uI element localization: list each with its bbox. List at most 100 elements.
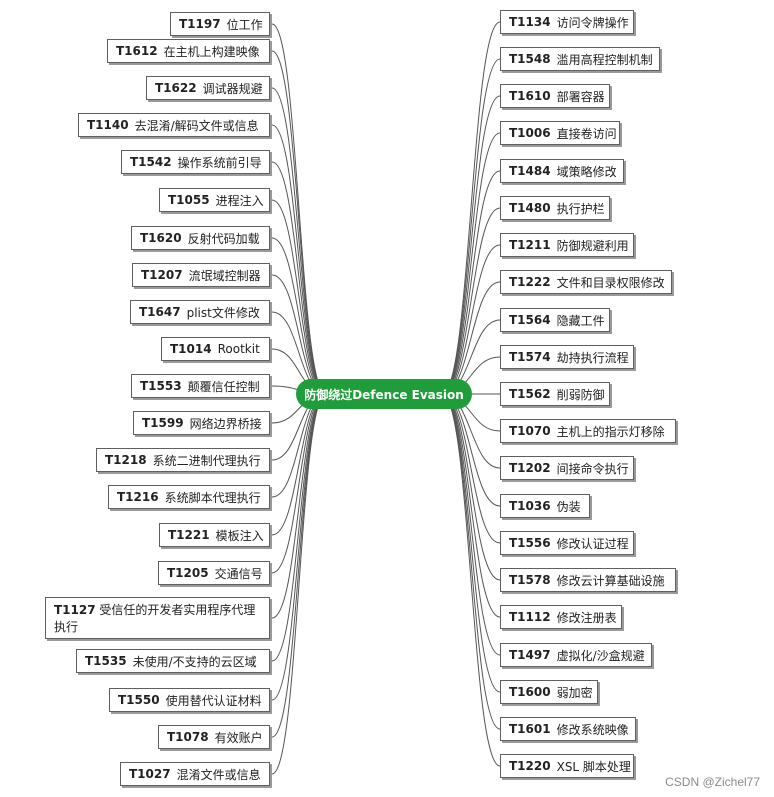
node-label: 弱加密	[556, 685, 593, 700]
right-node-t1548[interactable]: T1548 滥用高程控制机制	[500, 47, 660, 71]
node-label: 域策略修改	[556, 164, 617, 179]
node-label: XSL 脚本处理	[556, 759, 631, 774]
node-label: 修改注册表	[556, 610, 617, 625]
node-label: 文件和目录权限修改	[556, 275, 665, 290]
node-code: T1134	[509, 15, 551, 29]
node-code: T1497	[509, 648, 551, 662]
node-label: 间接命令执行	[556, 461, 629, 476]
left-node-t1127[interactable]: T1127 受信任的开发者实用程序代理执行	[45, 597, 270, 639]
node-code: T1601	[509, 722, 551, 736]
node-label: 滥用高程控制机制	[556, 52, 653, 67]
center-topic-node[interactable]: 防御绕过Defence Evasion	[296, 379, 472, 409]
connector-right-t1134	[441, 21, 501, 395]
node-label: 使用替代认证材料	[165, 693, 262, 708]
left-node-t1599[interactable]: T1599 网络边界桥接	[133, 411, 270, 435]
node-label: 进程注入	[215, 193, 264, 208]
node-label: 防御规避利用	[556, 238, 629, 253]
node-code: T1014	[170, 342, 212, 356]
connector-left-t1535	[271, 393, 327, 662]
node-label: 虚拟化/沙盒规避	[556, 648, 645, 663]
watermark: CSDN @Zichel77	[665, 775, 760, 789]
node-label: 去混淆/解码文件或信息	[134, 118, 259, 133]
node-code: T1612	[116, 44, 158, 58]
center-topic-label: 防御绕过Defence Evasion	[304, 387, 464, 402]
node-code: T1535	[85, 654, 127, 668]
node-code: T1027	[129, 767, 171, 781]
node-label: 执行护栏	[556, 201, 605, 216]
node-label: Rootkit	[217, 342, 260, 356]
node-code: T1599	[142, 416, 184, 430]
connector-right-t1497	[441, 393, 501, 656]
right-node-t1610[interactable]: T1610 部署容器	[500, 84, 610, 108]
node-code: T1078	[167, 730, 209, 744]
left-node-t1205[interactable]: T1205 交通信号	[158, 561, 270, 585]
left-node-t1140[interactable]: T1140 去混淆/解码文件或信息	[78, 113, 270, 137]
node-label-line2: 执行	[54, 619, 79, 634]
node-code: T1220	[509, 759, 551, 773]
node-label: 削弱防御	[556, 387, 605, 402]
node-code: T1548	[509, 52, 551, 66]
node-label: 交通信号	[214, 566, 263, 581]
left-node-t1014[interactable]: T1014 Rootkit	[161, 337, 270, 361]
connector-right-t1610	[441, 95, 501, 395]
right-node-t1562[interactable]: T1562 削弱防御	[500, 382, 610, 406]
node-label: 网络边界桥接	[189, 416, 262, 431]
node-code: T1647	[139, 305, 181, 319]
node-label: 部署容器	[556, 89, 605, 104]
node-code: T1036	[509, 499, 551, 513]
connector-right-t1006	[441, 132, 501, 395]
right-node-t1220[interactable]: T1220 XSL 脚本处理	[500, 754, 634, 778]
connector-left-t1221	[271, 393, 327, 536]
node-code: T1562	[509, 387, 551, 401]
node-code: T1610	[509, 89, 551, 103]
connector-right-t1578	[441, 393, 501, 581]
node-label: 操作系统前引导	[177, 155, 262, 170]
node-code: T1140	[87, 118, 129, 132]
node-code: T1211	[509, 238, 551, 252]
node-label: 颠覆信任控制	[187, 379, 260, 394]
connector-left-t1055	[271, 199, 327, 395]
node-label: 直接卷访问	[556, 126, 617, 141]
node-label: 位工作	[226, 17, 263, 32]
node-label: 系统脚本代理执行	[164, 490, 261, 505]
node-label: 系统二进制代理执行	[152, 453, 261, 468]
connector-right-t1600	[441, 393, 501, 693]
right-node-t1497[interactable]: T1497 虚拟化/沙盒规避	[500, 643, 652, 667]
right-node-t1211[interactable]: T1211 防御规避利用	[500, 233, 634, 257]
node-code: T1205	[167, 566, 209, 580]
node-code: T1620	[140, 231, 182, 245]
node-label: 修改云计算基础设施	[556, 573, 665, 588]
connector-left-t1197	[271, 23, 327, 395]
